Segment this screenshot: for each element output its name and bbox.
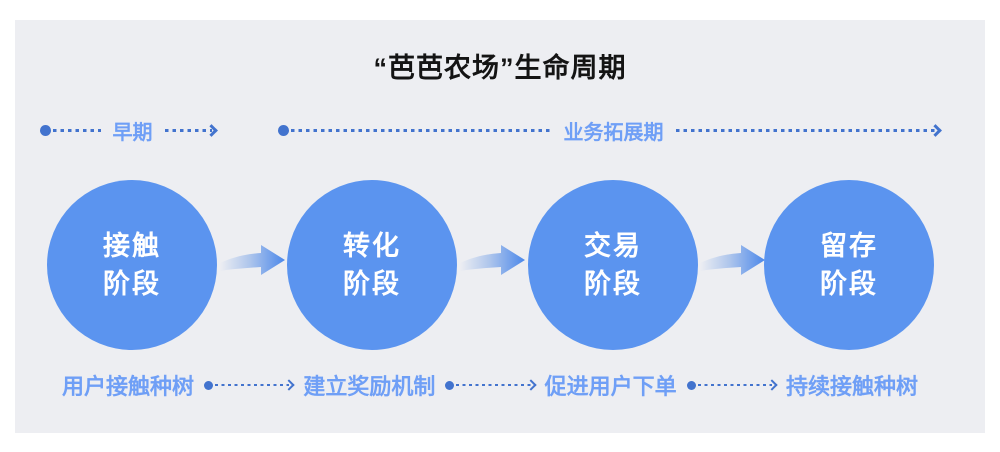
stage-label-line1: 转化 [343, 231, 401, 261]
timeline-early-label: 早期 [112, 121, 153, 144]
dotted-line [456, 383, 531, 387]
dotted-connector [204, 379, 295, 391]
stage-label-line2: 阶段 [103, 269, 161, 299]
dotted-connector [686, 379, 778, 391]
stage-note-contact: 用户接触种树 [62, 374, 195, 399]
timeline-start-dot [278, 124, 289, 136]
dotted-line [291, 128, 552, 132]
stage-circle-conversion: 转化 阶段 [287, 180, 457, 350]
connector-dot [204, 380, 214, 390]
arrow-right-icon [766, 379, 778, 391]
flow-arrow-icon [460, 245, 525, 275]
dotted-line [215, 383, 290, 387]
stage-label-line2: 阶段 [343, 269, 401, 299]
timeline-start-dot [40, 124, 51, 136]
stage-circle-contact: 接触 阶段 [47, 180, 217, 350]
page-title: “芭芭农场”生命周期 [373, 53, 627, 83]
stage-label-line2: 阶段 [584, 269, 642, 299]
flow-arrow-icon [220, 245, 285, 275]
arrow-right-icon [929, 123, 942, 137]
stage-label-line1: 接触 [103, 231, 161, 261]
dotted-line [164, 128, 212, 132]
stage-circle-retention: 留存 阶段 [764, 180, 934, 350]
stage-note-conversion: 建立奖励机制 [303, 374, 436, 399]
dotted-line [675, 128, 936, 132]
dotted-connector [445, 379, 537, 391]
stage-circle-transaction: 交易 阶段 [528, 180, 698, 350]
arrow-right-icon [205, 123, 218, 137]
stage-label-line2: 阶段 [820, 269, 878, 299]
connector-dot [445, 380, 455, 390]
timeline-expansion: 业务拓展期 [278, 120, 942, 144]
arrow-right-icon [283, 379, 295, 391]
timeline-early: 早期 [40, 120, 218, 144]
stage-note-transaction: 促进用户下单 [544, 374, 677, 399]
dotted-line [53, 128, 101, 132]
connector-dot [686, 380, 696, 390]
stage-label-line1: 留存 [820, 231, 878, 261]
stage-note-retention: 持续接触种树 [785, 374, 918, 399]
timeline-expansion-label: 业务拓展期 [563, 121, 664, 144]
arrow-right-icon [524, 379, 537, 391]
flow-arrow-icon [700, 245, 765, 275]
stage-label-line1: 交易 [584, 231, 642, 261]
dotted-line [697, 383, 772, 387]
stage-notes-row: 用户接触种树 建立奖励机制 促进用户下单 持续接触种树 [62, 370, 918, 400]
